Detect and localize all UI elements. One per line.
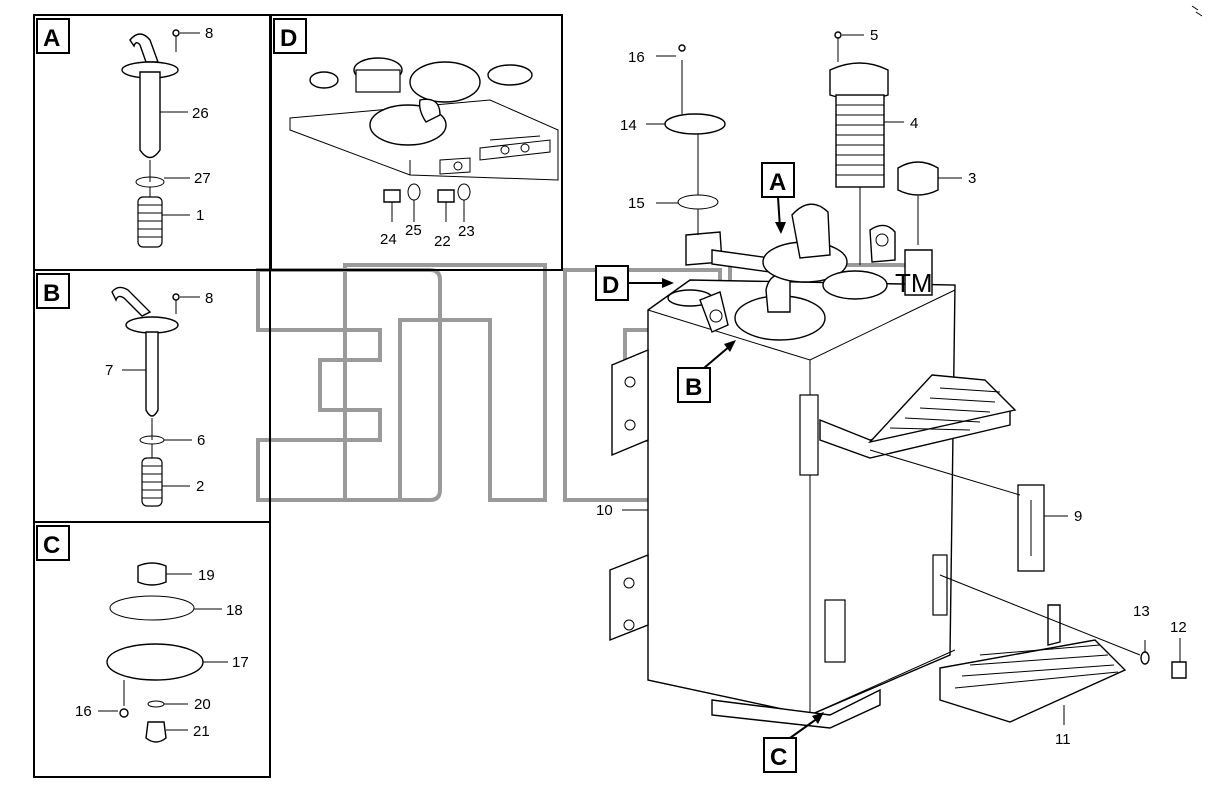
part-label-21: 21 bbox=[193, 723, 210, 740]
part-label-7: 7 bbox=[105, 362, 113, 379]
trademark-mark: TM bbox=[895, 268, 933, 298]
part-label-9: 9 bbox=[1074, 508, 1082, 525]
detail-panel-a: A 8 26 27 1 bbox=[33, 14, 271, 271]
detail-panel-c: C 19 18 17 16 20 21 bbox=[33, 521, 271, 778]
part-label-11: 11 bbox=[1055, 731, 1071, 748]
corner-marks bbox=[1191, 5, 1203, 17]
callout-d: D bbox=[595, 265, 674, 301]
part-label-24: 24 bbox=[380, 231, 397, 248]
part-label-6: 6 bbox=[197, 432, 205, 449]
part-label-20: 20 bbox=[194, 696, 211, 713]
part-label-22: 22 bbox=[434, 233, 451, 250]
part-label-16-c: 16 bbox=[75, 703, 92, 720]
part-label-1: 1 bbox=[196, 207, 204, 224]
part-label-26: 26 bbox=[192, 105, 209, 122]
part-label-13: 13 bbox=[1133, 603, 1150, 620]
svg-text:D: D bbox=[602, 272, 619, 299]
part-label-8: 8 bbox=[205, 25, 213, 42]
part-label-14: 14 bbox=[620, 117, 637, 134]
panel-a-letter: A bbox=[43, 25, 60, 52]
part-label-5: 5 bbox=[870, 27, 878, 44]
detail-panel-b: B 8 7 6 2 bbox=[33, 269, 271, 523]
part-label-18: 18 bbox=[226, 602, 243, 619]
part-label-12: 12 bbox=[1170, 619, 1187, 636]
callout-b: B bbox=[677, 340, 736, 403]
panel-c-letter: C bbox=[43, 532, 60, 559]
svg-text:A: A bbox=[769, 169, 786, 196]
part-label-10: 10 bbox=[596, 502, 613, 519]
panel-d-letter: D bbox=[280, 25, 297, 52]
callout-c: C bbox=[763, 712, 824, 773]
part-label-2: 2 bbox=[196, 478, 204, 495]
part-label-19: 19 bbox=[198, 567, 215, 584]
part-label-3: 3 bbox=[968, 170, 976, 187]
part-label-25: 25 bbox=[405, 222, 422, 239]
svg-text:C: C bbox=[770, 744, 787, 771]
svg-text:B: B bbox=[685, 374, 702, 401]
part-label-4: 4 bbox=[910, 115, 918, 132]
part-label-27: 27 bbox=[194, 170, 211, 187]
callout-a: A bbox=[761, 162, 795, 234]
part-label-23: 23 bbox=[458, 223, 475, 240]
hydraulic-tank-assembly: TM 3 4 5 14 15 16 bbox=[596, 27, 1187, 748]
part-label-17: 17 bbox=[232, 654, 249, 671]
panel-b-letter: B bbox=[43, 280, 60, 307]
detail-panel-d: D 24 25 22 23 bbox=[270, 14, 563, 271]
part-label-16: 16 bbox=[628, 49, 645, 66]
part-label-15: 15 bbox=[628, 195, 645, 212]
part-label-8-b: 8 bbox=[205, 290, 213, 307]
